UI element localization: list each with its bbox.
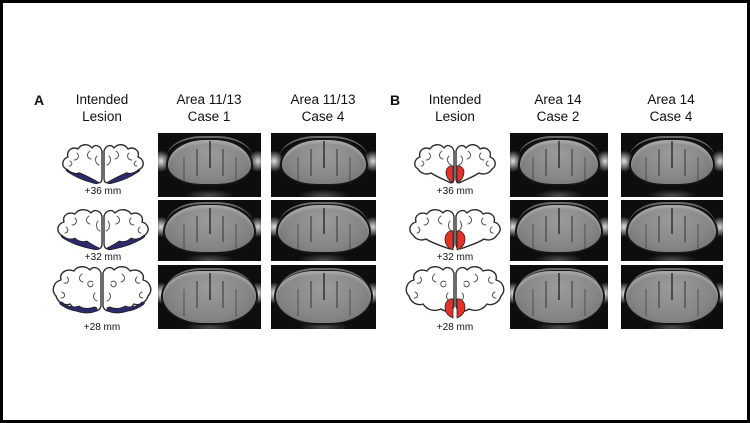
mri-image-case1-36mm (158, 133, 261, 197)
header-intended-lesion-b: Intended Lesion (411, 91, 499, 125)
header-line: Area 11/13 (290, 92, 356, 107)
midline-fissure (558, 273, 560, 301)
lesion-diagram-b-28mm: +28 mm (402, 265, 508, 333)
lesion-diagram-b-36mm: +36 mm (410, 143, 500, 197)
header-line: Lesion (82, 109, 122, 124)
midline-fissure (322, 141, 325, 169)
lesion-diagram-a-36mm: +36 mm (58, 143, 148, 197)
header-area1113-case1: Area 11/13 Case 1 (155, 91, 263, 125)
mri-image-case2-28mm (510, 265, 608, 329)
midline-fissure (322, 273, 325, 301)
slice-level-label: +36 mm (84, 186, 122, 197)
header-line: Lesion (435, 109, 475, 124)
lesion-diagram-a-28mm: +28 mm (49, 265, 155, 333)
slice-level-label: +32 mm (84, 252, 122, 263)
header-area14-case2: Area 14 Case 2 (507, 91, 609, 125)
mri-image-case1-28mm (158, 265, 261, 329)
header-intended-lesion-a: Intended Lesion (56, 91, 148, 125)
header-area1113-case4: Area 11/13 Case 4 (268, 91, 378, 125)
header-area14-case4: Area 14 Case 4 (618, 91, 724, 125)
slice-level-label: +28 mm (83, 322, 121, 333)
midline-fissure (671, 141, 673, 169)
panel-a-label: A (34, 92, 45, 108)
header-line: Intended (75, 92, 129, 107)
midline-fissure (322, 207, 325, 234)
mri-image-case1-32mm (158, 200, 261, 261)
header-line: Area 14 (647, 92, 695, 107)
midline-fissure (208, 273, 211, 301)
brain-section-drawing (57, 209, 149, 251)
brain-section-drawing (52, 266, 152, 314)
mri-image-case4b-36mm (621, 133, 723, 197)
slice-level-label: +32 mm (436, 252, 474, 263)
midline-fissure (208, 141, 211, 169)
midline-fissure (558, 207, 560, 234)
mri-image-case4a-36mm (271, 133, 376, 197)
header-line: Intended (428, 92, 482, 107)
mri-image-case2-32mm (510, 200, 608, 261)
header-line: Case 2 (536, 109, 580, 124)
brain-section-drawing (62, 144, 144, 185)
mri-image-case4b-32mm (621, 200, 723, 261)
header-line: Case 4 (301, 109, 345, 124)
header-line: Area 11/13 (176, 92, 242, 107)
brain-section-drawing (405, 266, 505, 319)
lesion-diagram-b-32mm: +32 mm (406, 209, 504, 263)
panel-b-label: B (390, 92, 401, 108)
brain-section-drawing (409, 209, 501, 251)
mri-image-case2-36mm (510, 133, 608, 197)
midline-fissure (671, 273, 673, 301)
header-line: Case 4 (649, 109, 693, 124)
mri-image-case4b-28mm (621, 265, 723, 329)
header-line: Case 1 (187, 109, 231, 124)
lesion-diagram-a-32mm: +32 mm (54, 209, 152, 263)
brain-section-drawing (414, 144, 496, 184)
midline-fissure (671, 207, 673, 234)
slice-level-label: +36 mm (436, 186, 474, 197)
mri-image-case4a-32mm (271, 200, 376, 261)
mri-image-case4a-28mm (271, 265, 376, 329)
midline-fissure (208, 207, 211, 234)
header-line: Area 14 (534, 92, 582, 107)
midline-fissure (558, 141, 560, 169)
slice-level-label: +28 mm (436, 322, 474, 333)
